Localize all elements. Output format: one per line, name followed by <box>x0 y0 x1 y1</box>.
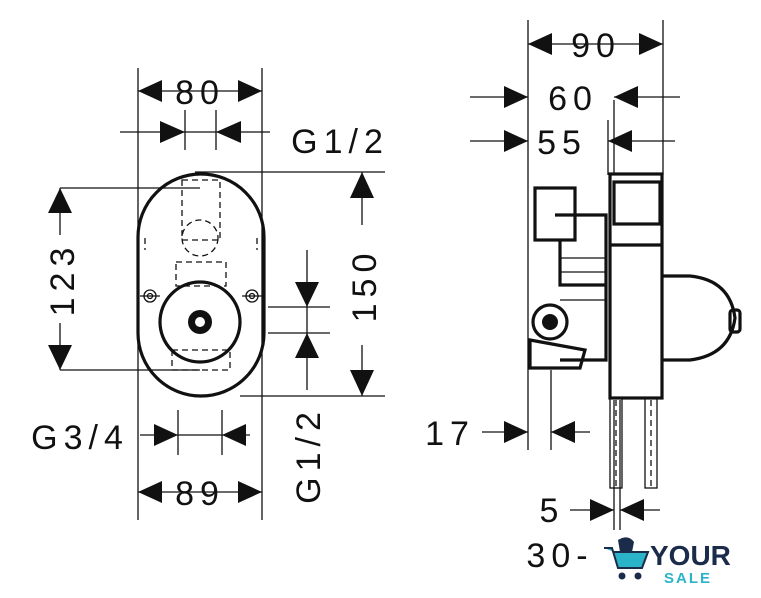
dim-60-label: 60 <box>548 80 598 118</box>
dim-g12-top-label: G1/2 <box>291 123 389 161</box>
front-view <box>48 68 385 520</box>
dim-g34-label: G3/4 <box>31 419 129 457</box>
dim-89-label: 89 <box>175 475 225 513</box>
dim-30-label: 30- <box>526 537 593 575</box>
dim-g12-side-label: G1/2 <box>290 406 328 504</box>
dim-123-label: 123 <box>44 242 82 317</box>
dim-80-label: 80 <box>175 74 225 112</box>
logo-text-your: YOUR <box>650 540 731 571</box>
logo-text-sale: SALE <box>664 570 712 587</box>
side-view <box>470 20 742 530</box>
your-sale-logo: YOUR SALE <box>604 537 731 587</box>
dim-17-label: 17 <box>425 415 475 453</box>
dim-5-label: 5 <box>540 492 565 530</box>
dim-55-label: 55 <box>537 124 587 162</box>
dim-90-label: 90 <box>571 27 621 65</box>
dim-150-label: 150 <box>346 248 384 323</box>
shopping-cart-hand-icon <box>604 537 650 580</box>
